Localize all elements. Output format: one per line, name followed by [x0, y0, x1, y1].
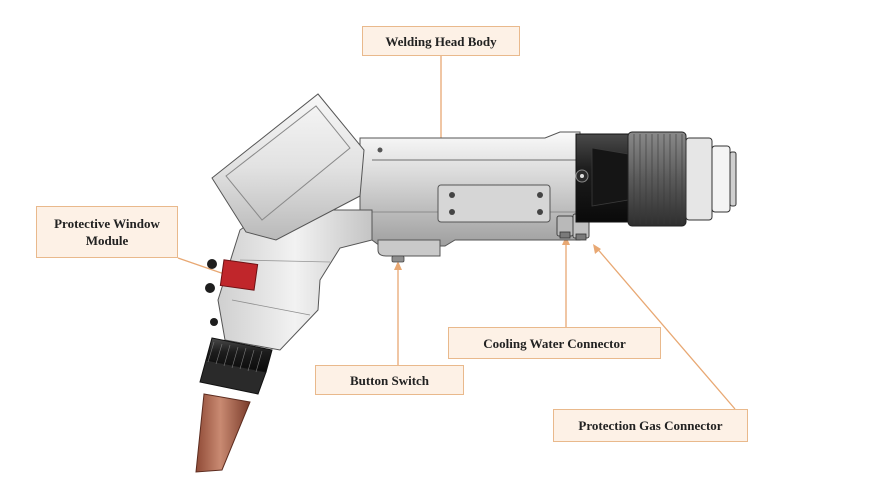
knurled-nut: [627, 131, 687, 227]
cover-plate: [437, 184, 551, 223]
copper-nozzle: [195, 393, 251, 473]
callout-cooling-water-connector: Cooling Water Connector: [448, 327, 661, 359]
arrowhead-gas: [593, 244, 601, 254]
lower-collar: [199, 337, 273, 395]
cooling-water-connector-part: [556, 215, 574, 239]
leader-line-window: [177, 257, 231, 277]
callout-protective-window-module: Protective Window Module: [36, 206, 178, 258]
rear-black-collar: [575, 133, 635, 223]
leader-line-gas: [594, 245, 736, 410]
arrowhead-button: [394, 261, 402, 270]
callout-button-switch-label: Button Switch: [349, 372, 430, 388]
leader-lines: [177, 56, 736, 410]
callout-protection-gas-connector-label: Protection Gas Connector: [578, 418, 723, 433]
callout-protection-gas-connector: Protection Gas Connector: [553, 409, 748, 442]
callout-welding-head-body: Welding Head Body: [362, 26, 520, 56]
callout-cooling-water-connector-label: Cooling Water Connector: [483, 335, 626, 351]
callout-welding-head-body-label: Welding Head Body: [385, 33, 497, 49]
button-switch-part: [377, 239, 441, 263]
callout-button-switch: Button Switch: [315, 365, 464, 395]
protective-window-module-part: [205, 259, 259, 326]
fiber-connector: [685, 137, 737, 221]
callout-protective-window-module-label: Protective Window Module: [54, 216, 160, 248]
welding-head-body-part: [359, 131, 581, 247]
angled-head-housing: [211, 93, 365, 241]
